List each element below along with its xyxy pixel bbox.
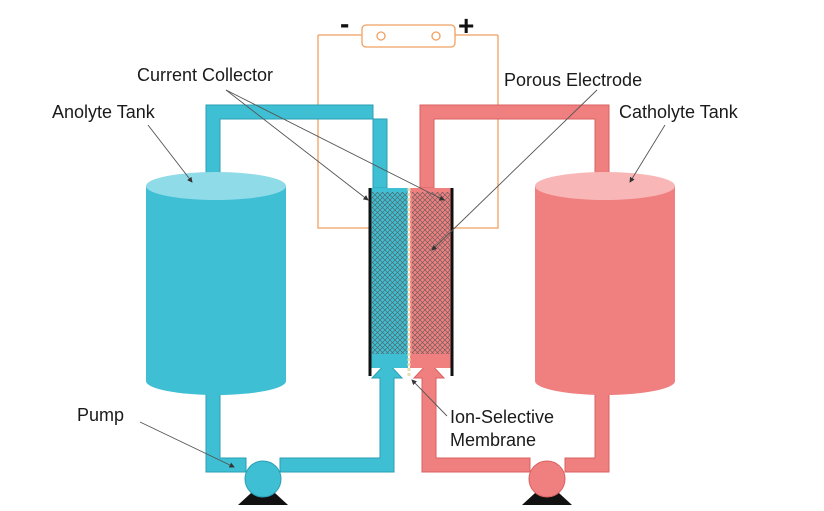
cell-stack [368, 188, 454, 376]
load-resistor [361, 24, 456, 48]
label-membrane-line1: Ion-Selective [450, 407, 555, 427]
label-membrane-line2: Membrane [450, 430, 537, 450]
cathode-porous-electrode [412, 192, 450, 354]
positive-terminal-sign: + [458, 10, 475, 41]
anolyte-tank [146, 172, 286, 395]
label-porous-electrode: Porous Electrode [504, 70, 643, 90]
anode-porous-electrode [372, 192, 407, 354]
label-pump: Pump [77, 405, 125, 425]
catholyte-pump [522, 460, 572, 505]
label-catholyte-tank: Catholyte Tank [619, 102, 738, 122]
negative-terminal-sign: - [340, 8, 350, 39]
label-current-collector: Current Collector [137, 65, 274, 85]
label-anolyte-tank: Anolyte Tank [52, 102, 155, 122]
catholyte-tank [535, 172, 675, 395]
external-circuit [317, 24, 499, 229]
leader-lines [139, 89, 666, 468]
anolyte-pump [238, 460, 288, 505]
